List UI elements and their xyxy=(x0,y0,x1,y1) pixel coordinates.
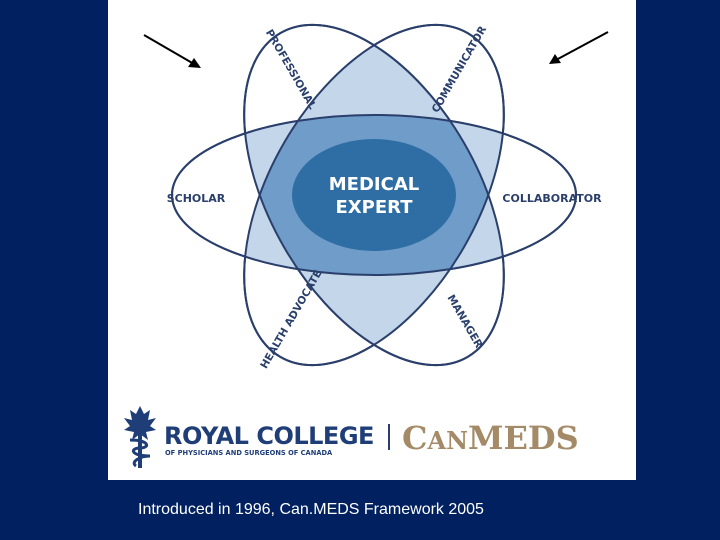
logo-divider xyxy=(388,424,390,450)
center-label-line-2: EXPERT xyxy=(336,197,414,218)
arrow-pointing-communicator xyxy=(549,31,609,64)
canmeds-meds: MEDS xyxy=(468,419,579,457)
org-name: ROYAL COLLEGE xyxy=(164,422,374,450)
royal-college-logo-bar: ROYAL COLLEGE OF PHYSICIANS AND SURGEONS… xyxy=(108,398,636,480)
canmeds-framework-image: MEDICAL EXPERT PROFESSIONAL COMMUNICATOR… xyxy=(108,0,636,480)
canmeds-wordmark: CANMEDS xyxy=(402,419,579,457)
role-collaborator: COLLABORATOR xyxy=(502,192,602,205)
arrow-pointing-professional xyxy=(143,34,201,68)
slide-caption: Introduced in 1996, Can.MEDS Framework 2… xyxy=(138,501,484,518)
canmeds-c: C xyxy=(402,419,428,457)
canmeds-an: AN xyxy=(427,426,469,455)
role-scholar: SCHOLAR xyxy=(167,192,226,205)
center-label-line-1: MEDICAL xyxy=(329,174,419,195)
medical-expert-center xyxy=(292,139,456,251)
canmeds-flower-diagram: MEDICAL EXPERT PROFESSIONAL COMMUNICATOR… xyxy=(143,0,609,400)
royal-college-crest-icon xyxy=(124,406,156,468)
org-subtitle: OF PHYSICIANS AND SURGEONS OF CANADA xyxy=(165,449,333,457)
